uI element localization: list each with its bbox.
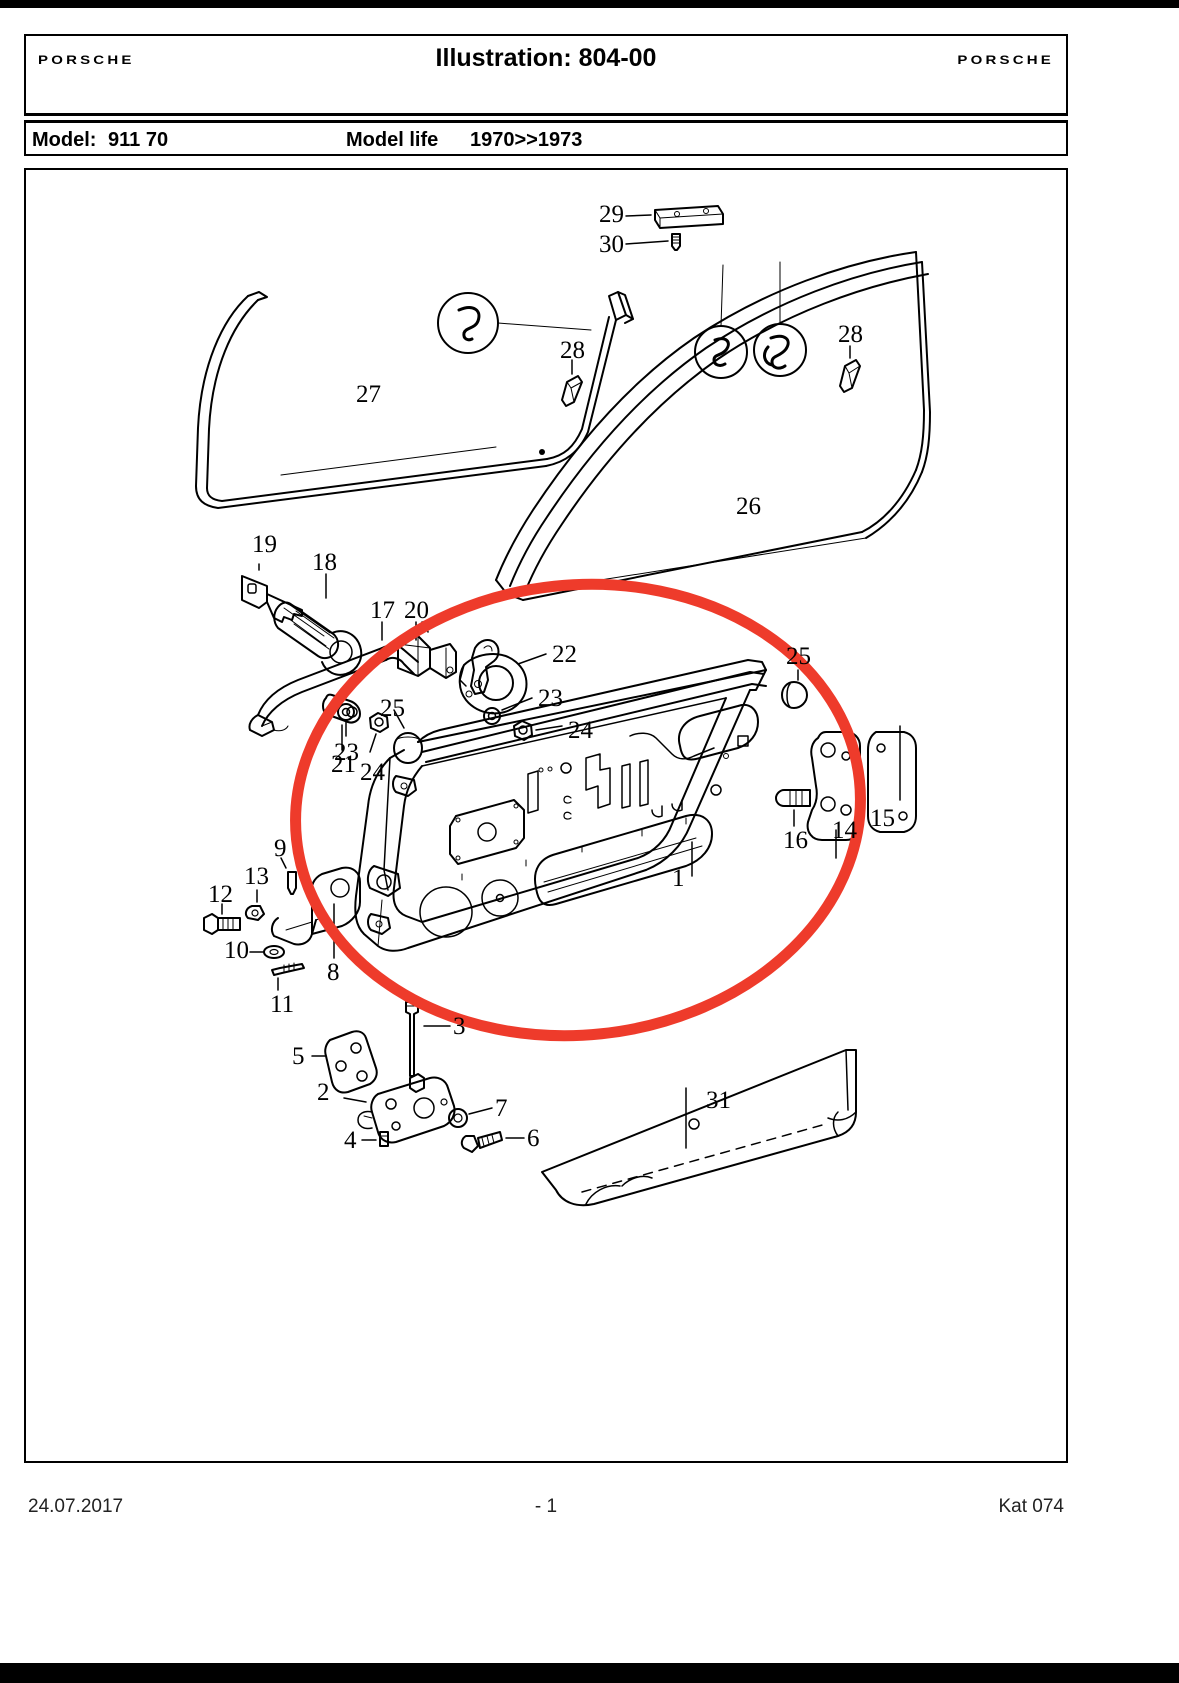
part-31-door-skin [541,1049,857,1207]
part-16-screw [775,789,811,827]
callout-4: 4 [344,1127,357,1154]
part-26-window-seal [495,251,931,601]
callout-28: 28 [560,337,585,364]
page-title: Illustration: 804-00 [435,44,657,72]
part-6-screw [460,1131,525,1153]
callout-26: 26 [736,493,761,520]
callout-6: 6 [527,1125,540,1152]
part-29-retainer [625,205,724,229]
callout-23-b: 23 [334,739,359,766]
callout-24-b: 24 [360,759,385,786]
part-15-striker-plate [867,725,917,833]
callout-14: 14 [832,817,857,844]
part-20-lever [415,621,500,695]
part-8-check-strap [270,866,361,959]
model-value: 911 70 [108,129,169,151]
parts-diagram [195,205,931,1207]
part-9-pin [280,857,297,895]
footer-date: 24.07.2017 [28,1496,124,1517]
callout-18: 18 [312,549,337,576]
callout-21: 21 [331,751,356,778]
callout-12: 12 [208,881,233,908]
callout-17: 17 [370,597,395,624]
callout-27: 27 [356,381,381,408]
callout-3: 3 [453,1013,466,1040]
part-18-lock-cylinder [273,573,363,676]
callout-31: 31 [706,1087,731,1114]
page-footer: 24.07.2017 - 1 Kat 074 [24,1496,1068,1522]
part-25-plug-right [781,669,808,709]
part-27-door-seal [195,291,634,509]
catalog-sheet: PORSCHE Illustration: 804-00 PORSCHE Mod… [0,8,1179,1663]
part-19-key [241,563,303,623]
callout-22: 22 [552,641,577,668]
part-13-washer [244,889,265,921]
callout-30: 30 [599,231,624,258]
footer-page-number: - 1 [534,1496,558,1517]
callout-25-b: 25 [786,643,811,670]
porsche-wordmark-left: PORSCHE [38,53,135,68]
header-box: PORSCHE Illustration: 804-00 PORSCHE [24,34,1068,116]
callout-25: 25 [380,695,405,722]
part-28-clip-right [839,345,861,393]
part-12-bolt [203,903,241,935]
callout-28-b: 28 [838,321,863,348]
callout-8: 8 [327,959,340,986]
callout-11: 11 [270,991,295,1018]
part-17-door-handle [248,621,457,737]
callout-13: 13 [244,863,269,890]
part-11-rivet [271,962,305,991]
callout-20: 20 [404,597,429,624]
callout-19: 19 [252,531,277,558]
illustration-frame: 1 2 3 4 5 6 7 8 9 10 11 12 13 14 15 16 1… [24,168,1068,1463]
part-2-hinge-body [343,1073,456,1144]
detail-bubble-26a [694,264,748,379]
porsche-wordmark-right: PORSCHE [957,53,1054,68]
callout-29: 29 [599,201,624,228]
part-10-washer [249,945,285,959]
callout-10: 10 [224,937,249,964]
model-bar: Model: 911 70 Model life 1970>>1973 [24,120,1068,156]
callout-15: 15 [870,805,895,832]
callout-5: 5 [292,1043,305,1070]
callout-9: 9 [274,835,287,862]
part-7-washer [448,1107,493,1128]
callout-16: 16 [783,827,808,854]
model-life-label: Model life [346,129,439,151]
part-4-bush [361,1131,389,1147]
callout-2: 2 [317,1079,330,1106]
footer-catalog-code: Kat 074 [998,1496,1065,1517]
model-label: Model: [32,129,97,151]
callout-1: 1 [672,865,685,892]
detail-bubble-27 [437,292,592,354]
part-3-hinge-bolt [405,1001,451,1077]
callout-23: 23 [538,685,563,712]
callout-7: 7 [495,1095,508,1122]
diagram-canvas: 1 2 3 4 5 6 7 8 9 10 11 12 13 14 15 16 1… [26,170,1070,1465]
part-30-screw [625,233,681,251]
callout-24: 24 [568,717,593,744]
model-life-value: 1970>>1973 [470,129,583,151]
detail-bubble-26b [753,261,807,377]
part-28-clip-left [561,359,583,407]
